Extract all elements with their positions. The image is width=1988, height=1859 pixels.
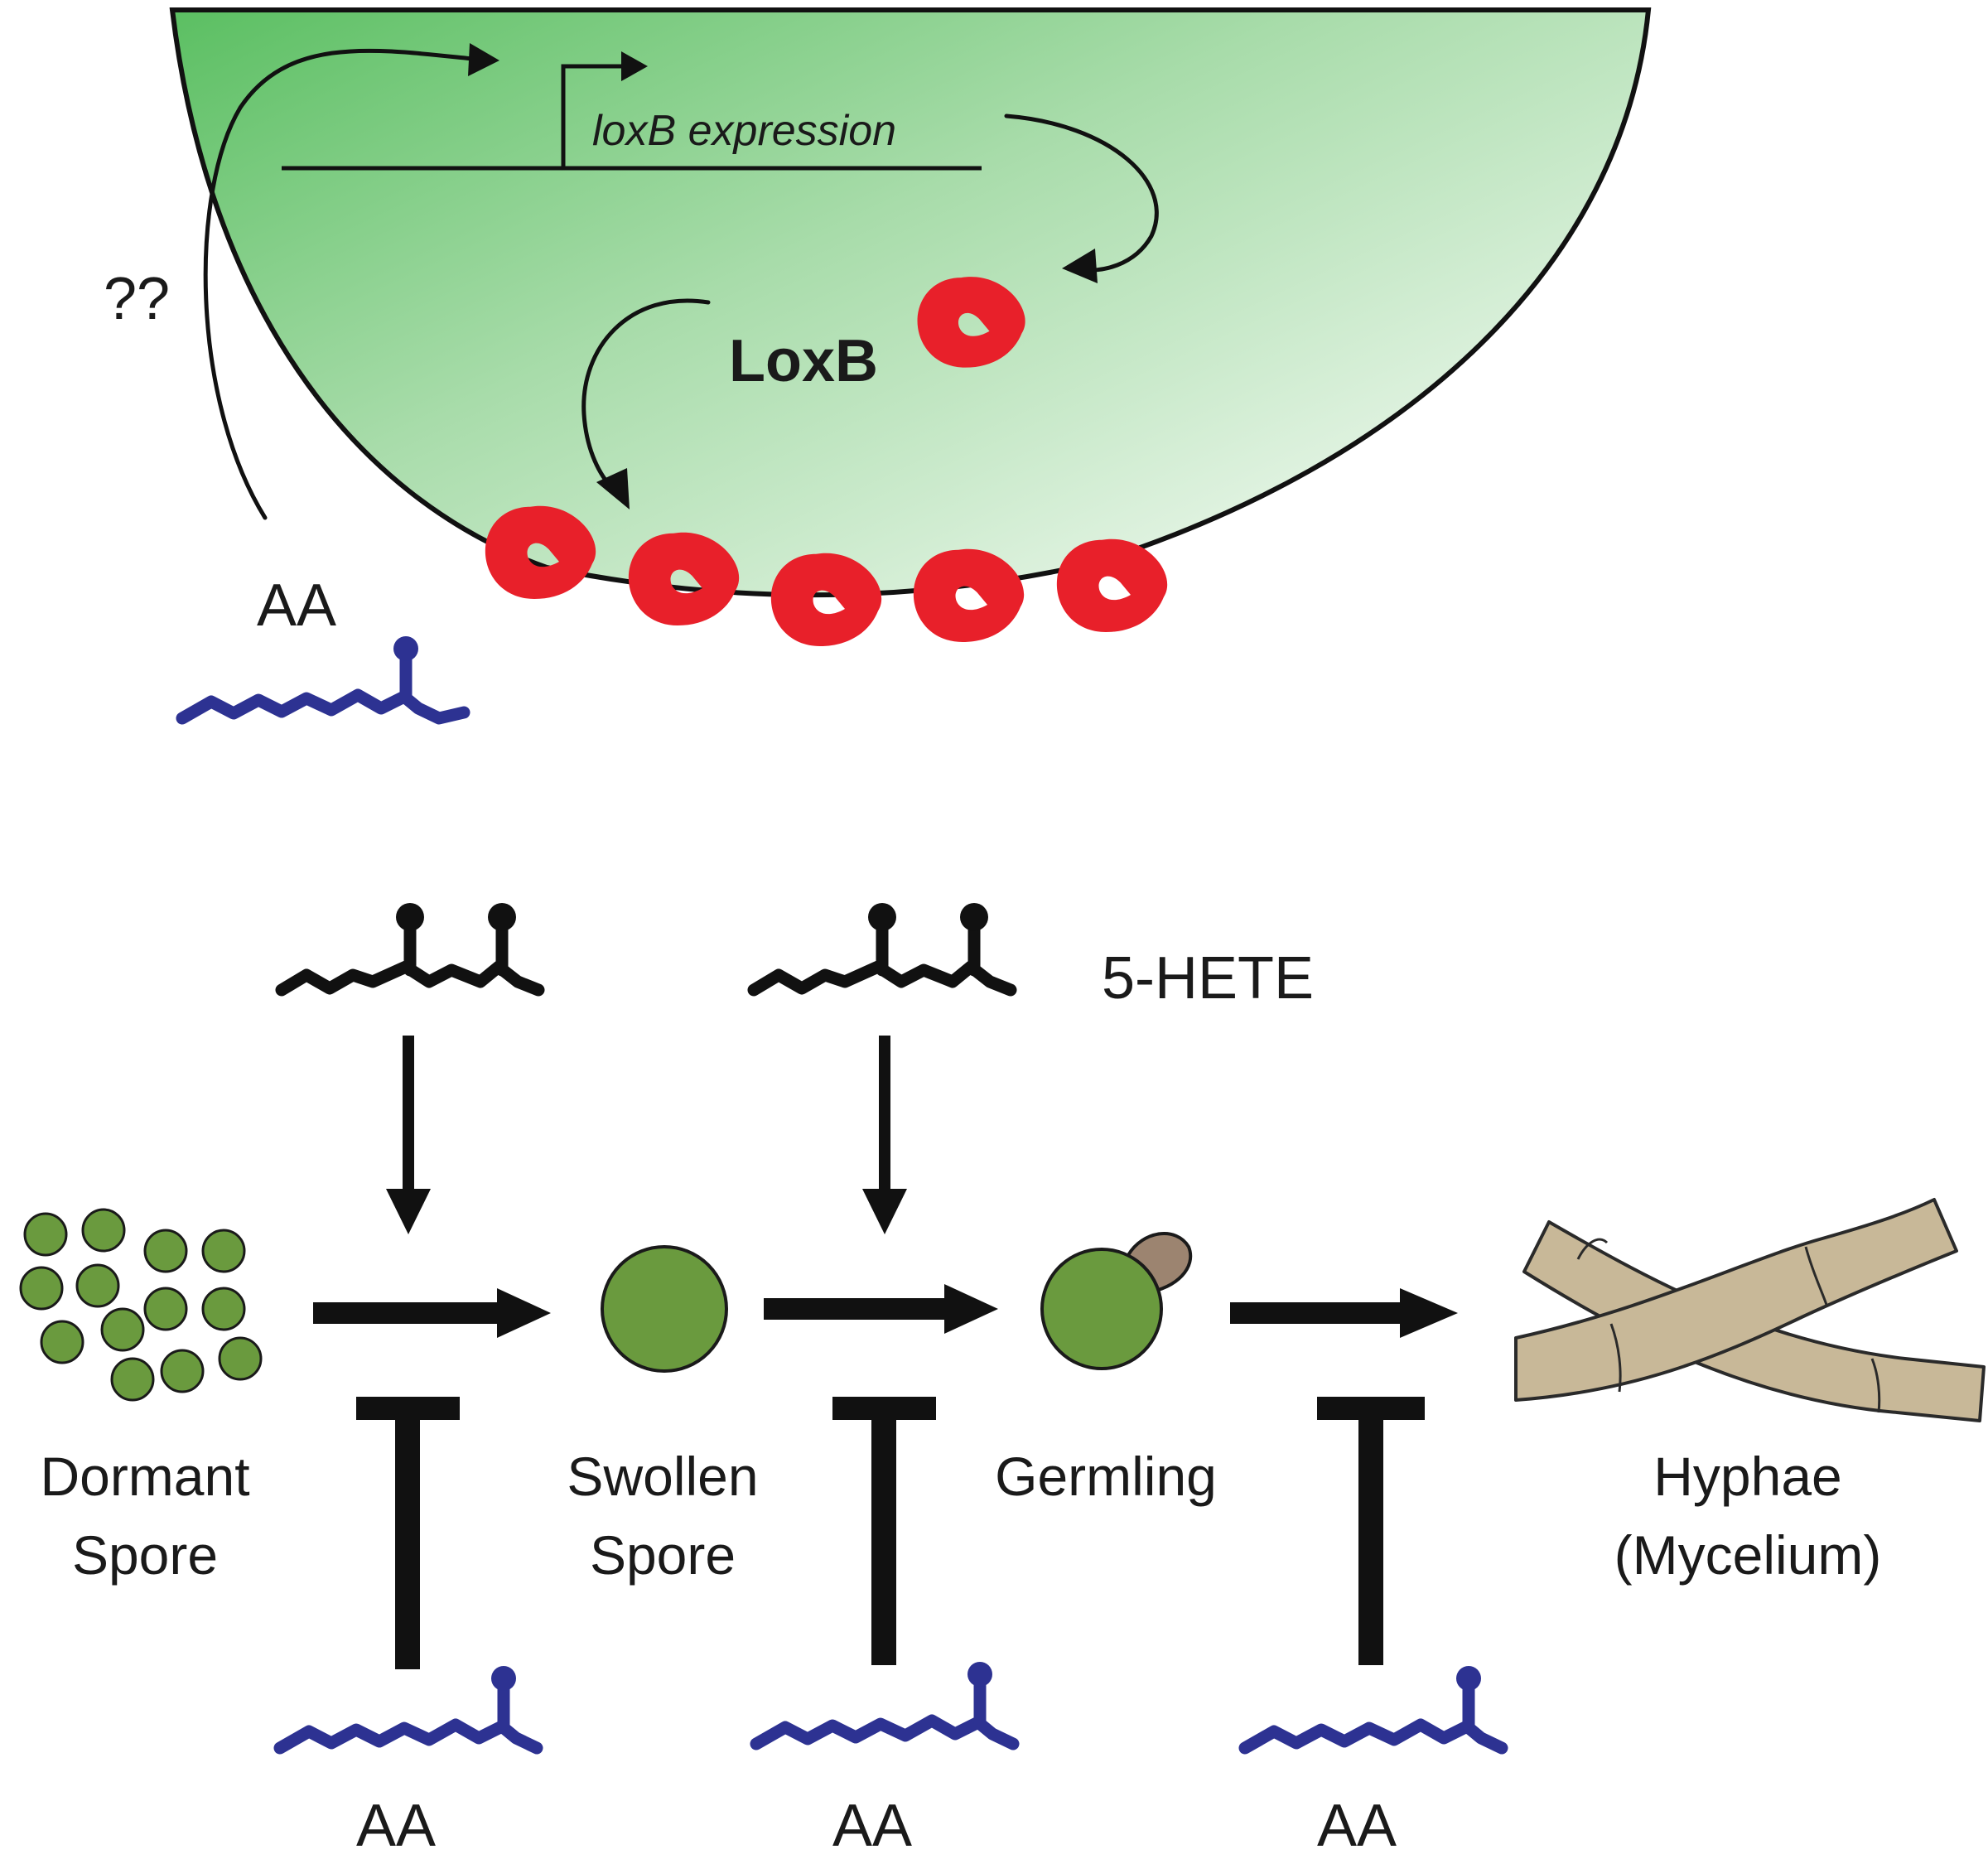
aa-molecule-icon bbox=[176, 636, 470, 725]
stage-label-germling: Germling bbox=[995, 1446, 1217, 1507]
protein-to-membrane-arrow bbox=[581, 298, 711, 491]
dormant-spores-icon bbox=[19, 1208, 263, 1402]
cell-compartment bbox=[169, 7, 1652, 598]
transition-arrow bbox=[764, 1284, 998, 1334]
promoter-arrow-icon bbox=[561, 64, 630, 168]
unknown-signal-arrow bbox=[203, 48, 483, 520]
transition-arrow bbox=[1230, 1288, 1458, 1338]
aa-molecule-icon bbox=[750, 1662, 1020, 1750]
svg-text:Spore: Spore bbox=[72, 1524, 218, 1586]
aa-label: AA bbox=[356, 1793, 436, 1859]
aa-inhibition-bar bbox=[1317, 1397, 1425, 1665]
hete-molecule-icon bbox=[747, 903, 1017, 997]
stage-label-dormant: Dormant Spore bbox=[40, 1446, 249, 1586]
aa-inhibition-bar bbox=[832, 1397, 936, 1665]
unknown-signal-label: ?? bbox=[104, 266, 170, 332]
germling-icon bbox=[1040, 1232, 1192, 1370]
top-aa-label: AA bbox=[257, 572, 336, 639]
hete-molecule-icon bbox=[275, 903, 545, 997]
cell-body bbox=[169, 7, 1652, 598]
loxb-gene: loxB expression bbox=[282, 51, 982, 171]
aa-label: AA bbox=[832, 1793, 912, 1859]
svg-text:Hyphae: Hyphae bbox=[1653, 1446, 1842, 1507]
hete-activation-arrow bbox=[862, 1036, 907, 1234]
loxb-label: LoxB bbox=[729, 328, 878, 394]
svg-text:(Mycelium): (Mycelium) bbox=[1614, 1524, 1882, 1586]
membrane-loxb-icon bbox=[1056, 538, 1168, 632]
aa-molecule-icon bbox=[273, 1666, 543, 1755]
stage-label-hyphae: Hyphae (Mycelium) bbox=[1614, 1446, 1882, 1586]
expression-to-protein-arrow bbox=[1004, 113, 1159, 273]
svg-text:Spore: Spore bbox=[590, 1524, 736, 1586]
svg-text:Swollen: Swollen bbox=[567, 1446, 758, 1507]
aa-inhibition-bar bbox=[356, 1397, 460, 1669]
hete-activation-arrow bbox=[386, 1036, 431, 1234]
svg-text:Dormant: Dormant bbox=[40, 1446, 249, 1507]
stage-label-swollen: Swollen Spore bbox=[567, 1446, 758, 1586]
svg-text:Germling: Germling bbox=[995, 1446, 1217, 1507]
swollen-spore-icon bbox=[601, 1245, 728, 1373]
gene-expression-label: loxB expression bbox=[592, 107, 896, 155]
aa-molecule-icon bbox=[1238, 1666, 1508, 1755]
aa-label: AA bbox=[1317, 1793, 1397, 1859]
transition-arrow bbox=[313, 1288, 551, 1338]
hyphae-icon bbox=[1514, 1198, 1986, 1422]
hete-label: 5-HETE bbox=[1102, 945, 1314, 1012]
